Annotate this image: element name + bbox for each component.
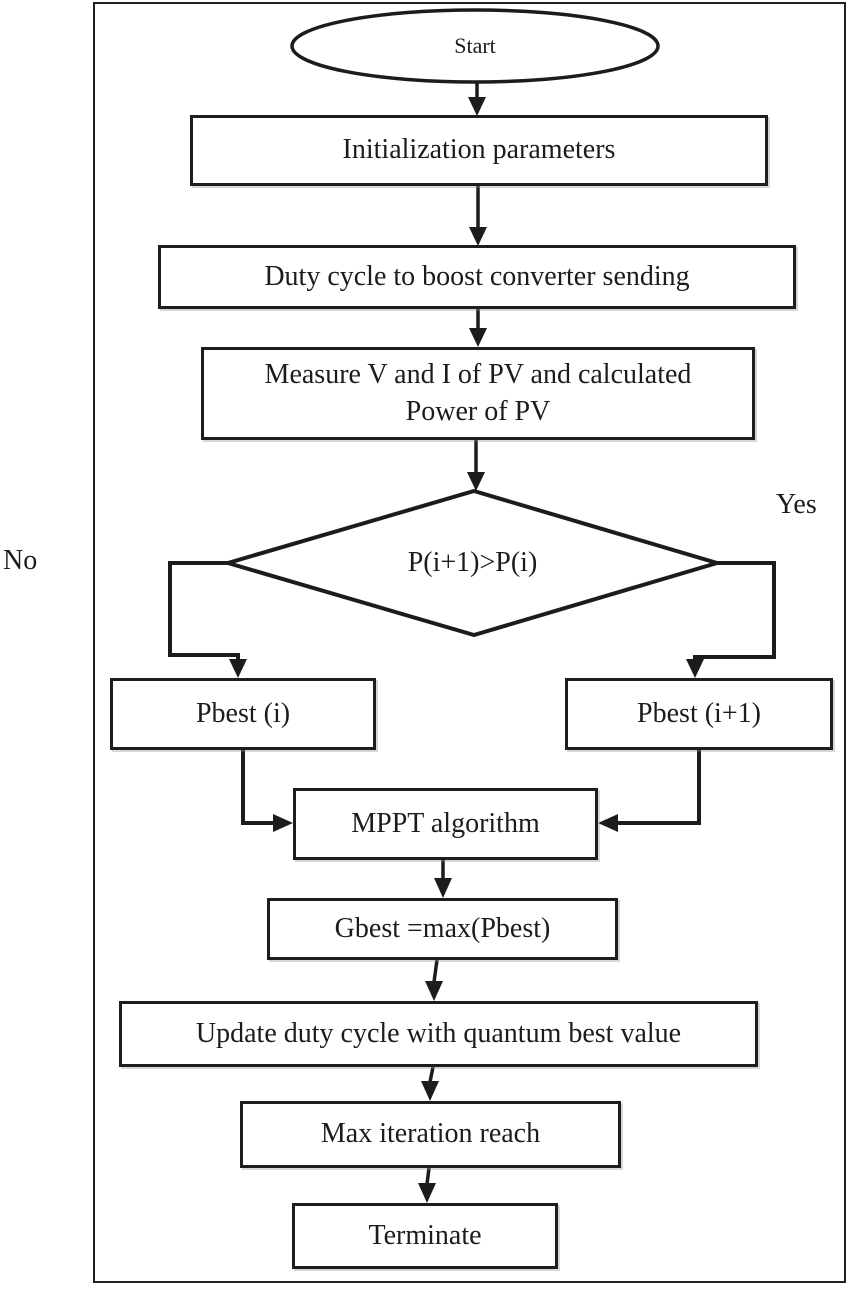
node-label: MPPT algorithm <box>351 807 540 839</box>
node-label: Initialization parameters <box>342 134 616 166</box>
node-terminate: Terminate <box>292 1203 558 1269</box>
arrowhead-icon <box>434 878 452 898</box>
node-initialization-parameters: Initialization parameters <box>190 115 768 186</box>
arrowhead-icon <box>418 1183 436 1203</box>
arrowhead-icon <box>469 328 487 347</box>
arrowhead-icon <box>598 814 618 832</box>
node-update-duty-cycle: Update duty cycle with quantum best valu… <box>119 1001 758 1067</box>
node-pbest-i-plus-1: Pbest (i+1) <box>565 678 833 750</box>
node-label: Update duty cycle with quantum best valu… <box>195 1017 682 1049</box>
node-label: Gbest =max(Pbest) <box>334 912 551 944</box>
node-label: Measure V and I of PV and calculated Pow… <box>265 357 692 430</box>
edge-maxiter-terminate <box>425 1167 431 1185</box>
node-label: Pbest (i+1) <box>637 697 761 729</box>
node-decision-label: P(i+1)>P(i) <box>407 547 538 578</box>
arrowhead-icon <box>425 981 443 1001</box>
arrowhead-icon <box>686 659 704 678</box>
diagram-border <box>93 2 846 1283</box>
branch-label-no: No <box>3 545 38 576</box>
node-pbest-i: Pbest (i) <box>110 678 376 750</box>
edge-pbest-i1-mppt <box>616 750 701 825</box>
arrowhead-icon <box>469 227 487 246</box>
edge-update-maxiter <box>428 1066 435 1083</box>
node-mppt-algorithm: MPPT algorithm <box>293 788 598 860</box>
node-label: Max iteration reach <box>320 1118 541 1150</box>
node-label-line2: Power of PV <box>405 395 551 427</box>
edge-decision-pbest-i1 <box>693 561 776 661</box>
edge-decision-pbest-i <box>168 561 240 661</box>
arrowhead-icon <box>421 1081 439 1101</box>
branch-label-yes: Yes <box>776 489 817 520</box>
node-measure-v-i-pv: Measure V and I of PV and calculated Pow… <box>201 347 755 440</box>
node-label: Pbest (i) <box>195 697 291 729</box>
arrowhead-icon <box>229 659 247 678</box>
decision-diamond <box>220 488 725 638</box>
arrowhead-icon <box>468 97 486 116</box>
node-gbest-max-pbest: Gbest =max(Pbest) <box>267 898 618 960</box>
node-start-label: Start <box>454 33 496 58</box>
node-max-iteration-reach: Max iteration reach <box>240 1101 621 1168</box>
edge-pbest-i-mppt <box>241 750 275 825</box>
node-label-line1: Measure V and I of PV and calculated <box>264 359 692 391</box>
arrowhead-icon <box>273 814 293 832</box>
arrowhead-icon <box>467 472 485 491</box>
node-duty-cycle-to-boost-converter: Duty cycle to boost converter sending <box>158 245 796 309</box>
edge-gbest-update <box>432 959 439 983</box>
node-label: Duty cycle to boost converter sending <box>264 260 690 292</box>
node-label: Terminate <box>368 1219 482 1251</box>
start-terminator-shape <box>290 8 660 84</box>
